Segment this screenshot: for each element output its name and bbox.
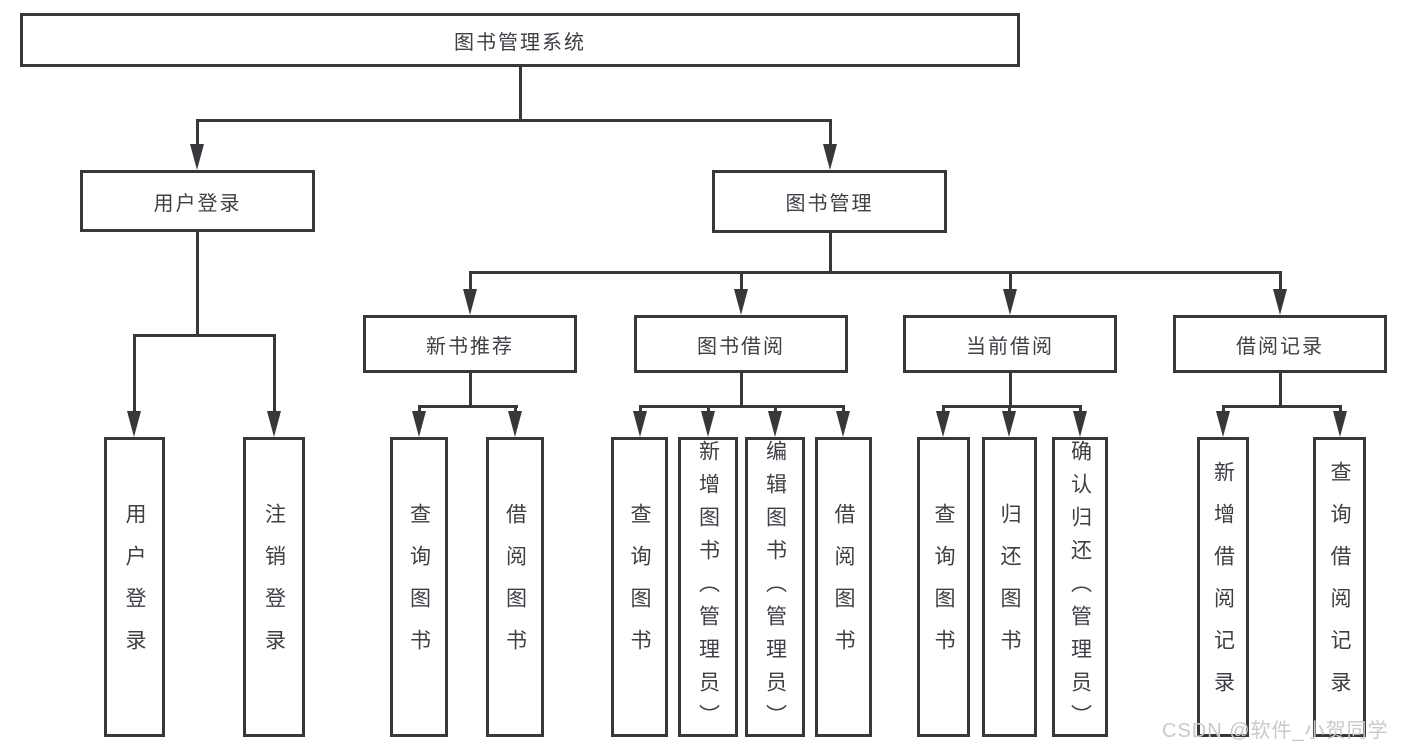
node-library-management-system: 图书管理系统 [20, 13, 1020, 67]
leaf-label: 查询借阅记录 [1328, 461, 1351, 713]
arrowhead-icon [508, 411, 522, 437]
connector-line [707, 405, 710, 415]
leaf-confirm-return-admin: 确认归还（管理员） [1052, 437, 1108, 737]
leaf-label: 用户登录 [123, 503, 146, 671]
leaf-label: 编辑图书（管理员） [763, 440, 787, 737]
leaf-user-login: 用户登录 [104, 437, 165, 737]
arrowhead-icon [127, 411, 141, 437]
connector-line [519, 67, 522, 120]
arrowhead-icon [1003, 289, 1017, 315]
arrowhead-icon [734, 289, 748, 315]
connector-line [740, 271, 743, 292]
connector-line [1222, 405, 1342, 408]
connector-line [829, 231, 832, 273]
leaf-logout: 注销登录 [243, 437, 305, 737]
connector-line [774, 405, 777, 415]
connector-line [469, 271, 472, 292]
arrowhead-icon [1002, 411, 1016, 437]
connector-line [1339, 405, 1342, 415]
connector-line [196, 119, 199, 147]
connector-line [133, 334, 276, 337]
connector-line [1009, 373, 1012, 407]
connector-line [942, 405, 945, 415]
node-borrowing-records: 借阅记录 [1173, 315, 1387, 373]
arrowhead-icon [412, 411, 426, 437]
arrowhead-icon [463, 289, 477, 315]
connector-line [639, 405, 642, 415]
leaf-edit-books-admin: 编辑图书（管理员） [745, 437, 805, 737]
leaf-label: 注销登录 [262, 503, 286, 671]
leaf-label: 借阅图书 [832, 503, 855, 671]
leaf-label: 新增借阅记录 [1211, 461, 1235, 713]
node-new-book-recommendation: 新书推荐 [363, 315, 577, 373]
connector-line [514, 405, 517, 415]
connector-line [1079, 405, 1082, 415]
connector-line [1222, 405, 1225, 415]
leaf-label: 归还图书 [998, 503, 1021, 671]
connector-line [829, 119, 832, 147]
connector-line [1008, 405, 1011, 415]
connector-line [196, 119, 832, 122]
node-book-borrowing: 图书借阅 [634, 315, 848, 373]
arrowhead-icon [267, 411, 281, 437]
node-user-login: 用户登录 [80, 170, 315, 232]
leaf-query-borrow-record: 查询借阅记录 [1313, 437, 1366, 737]
csdn-watermark: CSDN @软件_小贺同学 [1162, 720, 1389, 742]
leaf-borrow-books-2: 借阅图书 [815, 437, 872, 737]
leaf-add-borrow-record: 新增借阅记录 [1197, 437, 1249, 737]
connector-line [1279, 271, 1282, 292]
connector-line [1279, 373, 1282, 407]
leaf-add-books-admin: 新增图书（管理员） [678, 437, 738, 737]
connector-line [942, 405, 1082, 408]
connector-line [469, 271, 1282, 274]
arrowhead-icon [836, 411, 850, 437]
node-current-borrowing: 当前借阅 [903, 315, 1117, 373]
connector-line [740, 373, 743, 407]
leaf-label: 新增图书（管理员） [696, 440, 720, 737]
connector-line [273, 334, 276, 413]
connector-line [469, 373, 472, 407]
arrowhead-icon [768, 411, 782, 437]
arrowhead-icon [1333, 411, 1347, 437]
arrowhead-icon [936, 411, 950, 437]
leaf-label: 查询图书 [628, 503, 651, 671]
arrowhead-icon [701, 411, 715, 437]
arrowhead-icon [823, 144, 837, 170]
node-book-management: 图书管理 [712, 170, 947, 233]
connector-line [133, 334, 136, 413]
leaf-return-books: 归还图书 [982, 437, 1037, 737]
arrowhead-icon [1273, 289, 1287, 315]
leaf-label: 借阅图书 [503, 503, 527, 671]
arrowhead-icon [1073, 411, 1087, 437]
leaf-label: 查询图书 [407, 503, 431, 671]
leaf-query-books-3: 查询图书 [917, 437, 970, 737]
leaf-label: 确认归还（管理员） [1068, 440, 1092, 737]
connector-line [842, 405, 845, 415]
leaf-query-books-1: 查询图书 [390, 437, 448, 737]
connector-line [1009, 271, 1012, 292]
arrowhead-icon [1216, 411, 1230, 437]
connector-line [639, 405, 845, 408]
arrowhead-icon [633, 411, 647, 437]
leaf-query-books-2: 查询图书 [611, 437, 668, 737]
leaf-label: 查询图书 [932, 503, 955, 671]
arrowhead-icon [190, 144, 204, 170]
connector-line [196, 230, 199, 335]
connector-line [418, 405, 518, 408]
connector-line [418, 405, 421, 415]
leaf-borrow-books-1: 借阅图书 [486, 437, 544, 737]
